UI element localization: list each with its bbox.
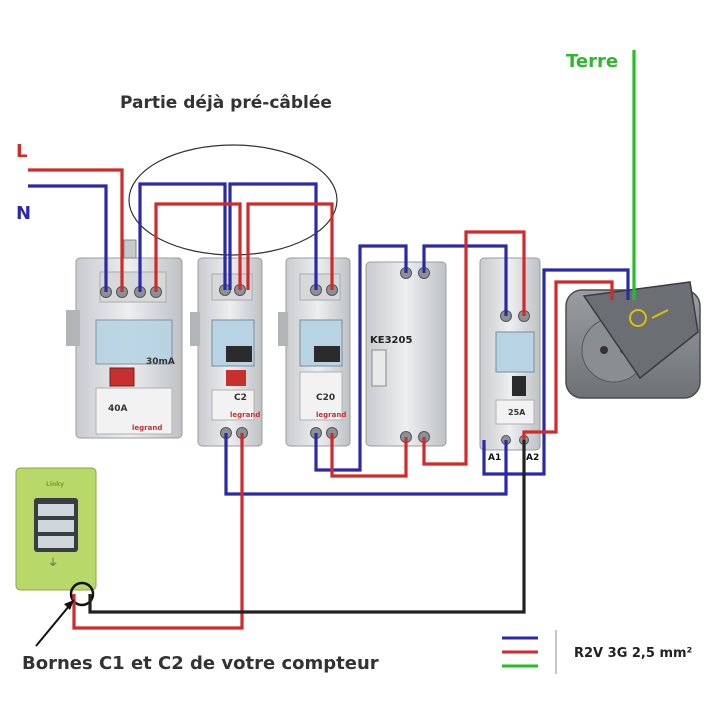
breaker-c20-brand-label: legrand [316, 411, 346, 419]
contactor-a2-label: A2 [526, 453, 539, 463]
meter-terminals-caption: Bornes C1 et C2 de votre compteur [22, 653, 379, 674]
utility-meter-brand-label: Linky [46, 481, 64, 488]
breaker-c20-device [278, 257, 351, 447]
rcd-brand-label: legrand [132, 424, 162, 432]
contactor-a1-label: A1 [488, 453, 501, 463]
wire-neutral-in [28, 184, 108, 292]
wires [28, 50, 636, 630]
wire-control [88, 440, 526, 614]
wire-phase-in [28, 168, 124, 292]
wire-precabled-phase-2 [246, 202, 334, 290]
breaker-c2-curve-label: C2 [234, 393, 247, 403]
rcd-device [66, 239, 183, 439]
pointer-arrow [35, 599, 75, 647]
wire-precabled-phase-1 [154, 202, 242, 292]
wire-precabled-neutral-2 [228, 182, 318, 290]
phase-label: L [16, 141, 27, 162]
wire-precabled-neutral-1 [138, 182, 227, 292]
breaker-c20-curve-label: C20 [316, 393, 335, 403]
socket-outlet [565, 281, 701, 399]
svg-text:⏚: ⏚ [48, 557, 58, 569]
wire-c2-neutral-out [224, 433, 508, 496]
breaker-c2-brand-label: legrand [230, 411, 260, 419]
wire-contactor-neutral-socket [482, 268, 630, 476]
meter-terminal-circle [69, 581, 95, 607]
energy-meter-device [365, 261, 447, 447]
earth-label: Terre [566, 51, 618, 72]
contactor-device [479, 257, 541, 451]
rcd-sensitivity-label: 30mA [146, 357, 175, 367]
neutral-label: N [16, 203, 31, 224]
cable-spec-label: R2V 3G 2,5 mm² [574, 646, 692, 661]
contactor-rating-label: 25A [508, 408, 526, 417]
precabled-ellipse [128, 144, 338, 256]
precabled-title: Partie déjà pré-câblée [120, 93, 332, 113]
rcd-rating-label: 40A [108, 404, 128, 414]
wire-c20-neutral-out [314, 244, 408, 472]
energy-meter-model-label: KE3205 [370, 335, 412, 346]
wire-c20-phase-out [330, 433, 408, 478]
breaker-c2-device [190, 257, 263, 447]
cable-legend [502, 630, 557, 674]
wire-meter-phase-out [422, 230, 526, 466]
wire-c2-phase-out [72, 433, 244, 630]
utility-meter: ⏚ [15, 467, 97, 591]
wire-contactor-phase-socket [522, 280, 614, 440]
